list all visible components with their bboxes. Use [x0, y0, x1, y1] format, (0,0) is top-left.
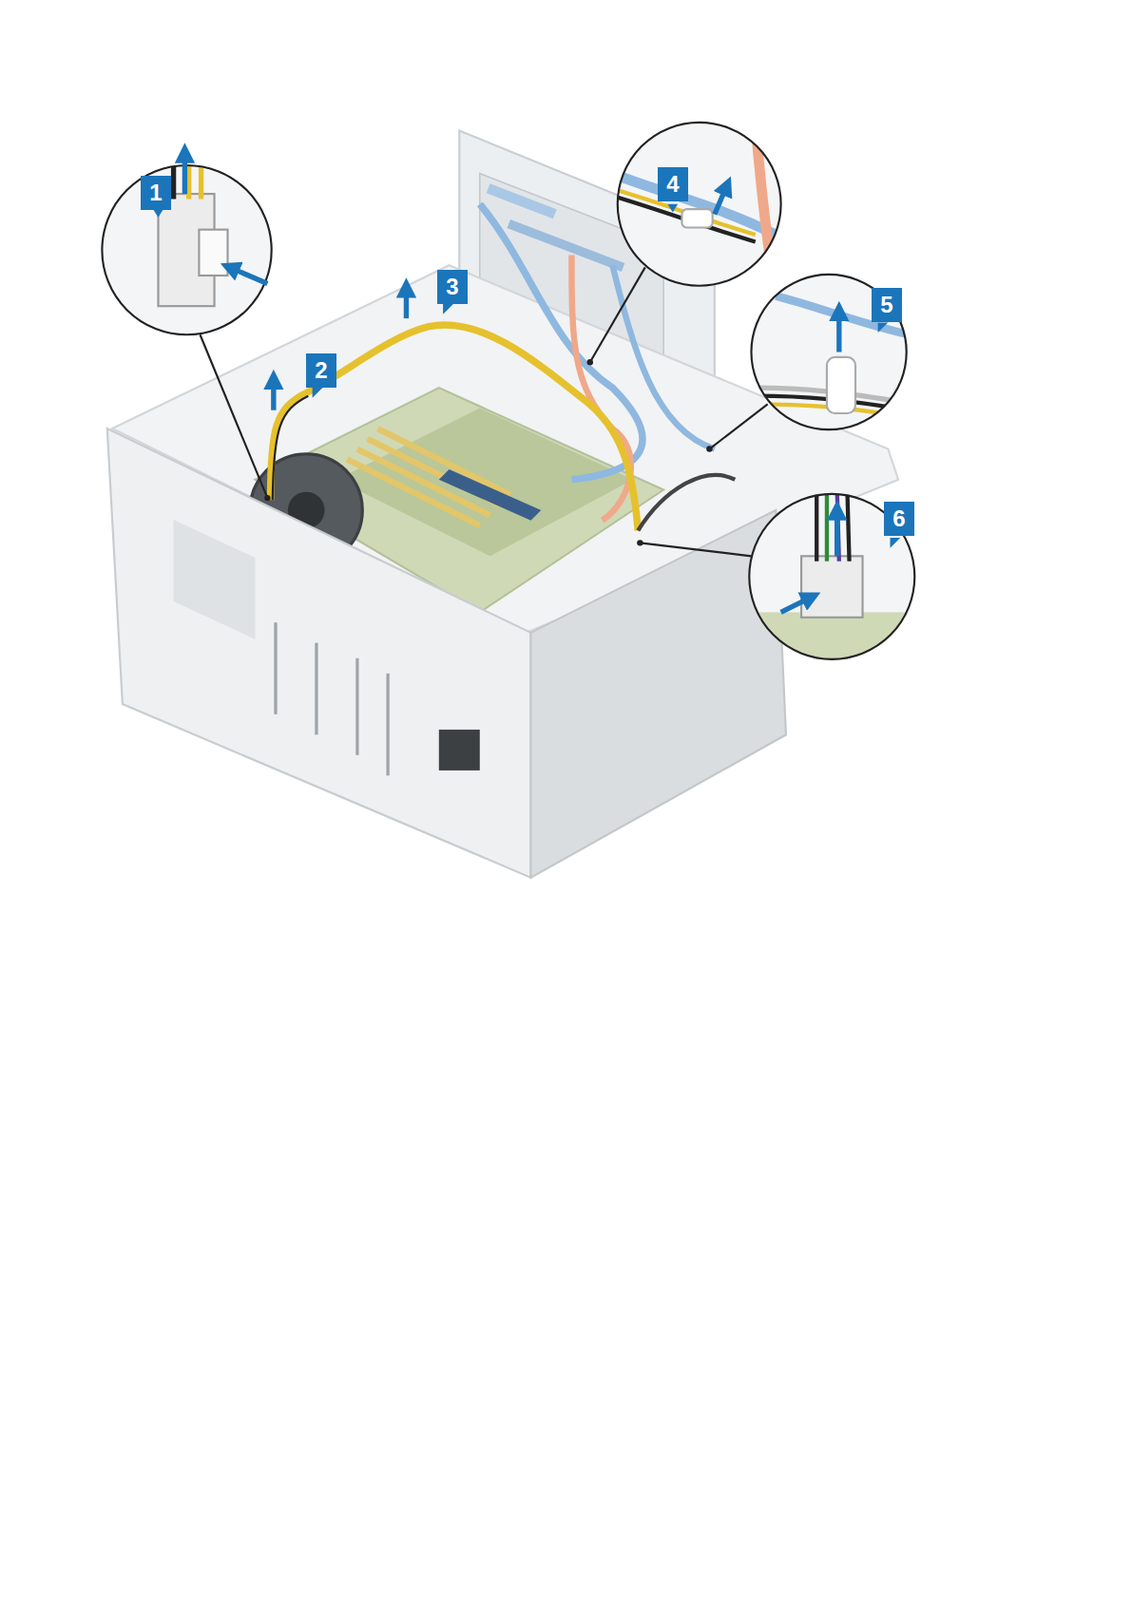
- callout-number: 6: [883, 501, 915, 537]
- callout-number: 4: [657, 167, 689, 202]
- callout-number: 5: [871, 287, 902, 323]
- callout-number: 3: [437, 269, 468, 305]
- callout-number: 2: [306, 353, 337, 388]
- callout-number: 1: [140, 175, 172, 211]
